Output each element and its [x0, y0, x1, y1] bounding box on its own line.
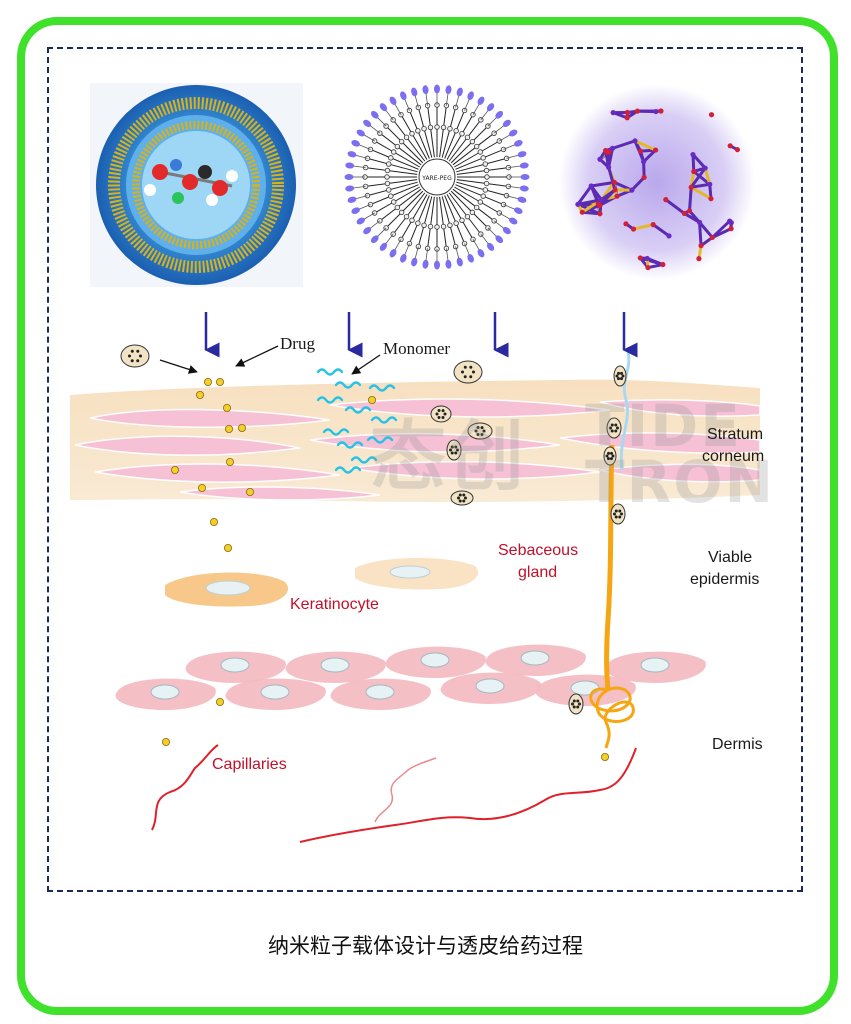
pointer-arrows — [159, 345, 381, 375]
diagram-border — [47, 47, 803, 892]
penetration-arrows — [204, 312, 638, 358]
capillary-vessel — [151, 744, 219, 831]
polymer-network-icon — [559, 84, 755, 280]
sebaceous-label-2: gland — [518, 564, 558, 581]
liposome-icon — [90, 83, 303, 287]
keratinocyte-label: Keratinocyte — [290, 596, 379, 613]
dendrimer-icon: YARE-PEG — [344, 84, 530, 270]
capillaries-label: Capillaries — [212, 756, 287, 773]
figure-caption: 纳米粒子载体设计与透皮给药过程 — [268, 934, 583, 958]
viable-label-1: Viable — [708, 549, 753, 566]
dendrimer-label: YARE-PEG — [421, 175, 452, 182]
monomer-label: Monomer — [383, 339, 451, 358]
stratum-label-2: corneum — [702, 448, 765, 465]
dermis-label: Dermis — [712, 736, 763, 753]
hair-follicle — [589, 351, 635, 749]
capillary-vessel — [374, 757, 437, 823]
monomer-chains — [316, 368, 398, 474]
capillary-vessel — [299, 747, 637, 843]
dermis-cells — [115, 644, 706, 710]
sebaceous-label-1: Sebaceous — [498, 542, 579, 559]
drug-molecules — [161, 377, 610, 762]
viable-label-2: epidermis — [690, 571, 760, 588]
keratinocyte-cell — [355, 557, 479, 590]
stratum-label-1: Stratum — [707, 426, 764, 443]
watermark-en-1: TIDE — [585, 392, 742, 460]
watermark-cn: 态创 — [370, 412, 526, 501]
drug-label: Drug — [280, 334, 315, 353]
drug-loaded-nanoparticles — [120, 344, 627, 715]
keratinocyte-cell — [165, 572, 289, 607]
skin-layers — [70, 379, 761, 843]
watermark-en-2: TRON — [585, 448, 776, 516]
